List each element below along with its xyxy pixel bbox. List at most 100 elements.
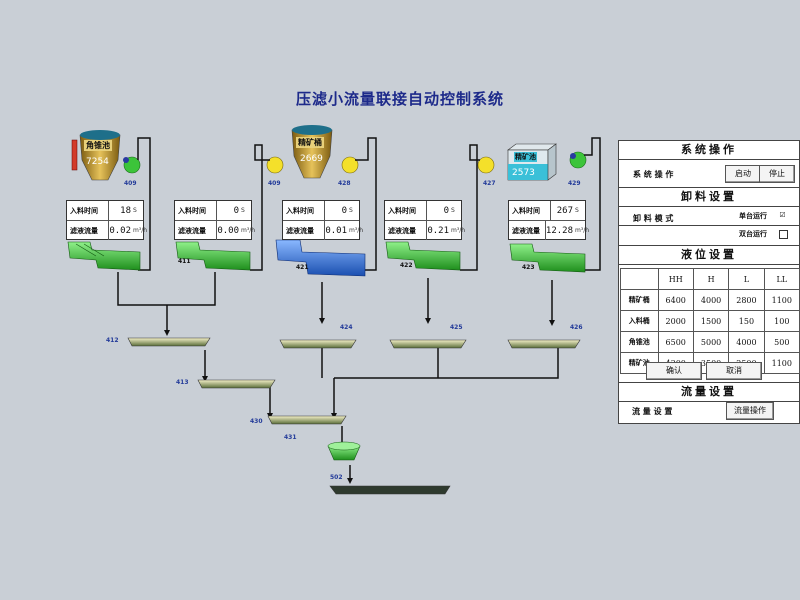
tank-2-label: 精矿桶: [296, 137, 324, 148]
feed-time-value: 0: [233, 205, 239, 216]
col-header: HH: [657, 268, 694, 290]
tag-428a: 428: [338, 180, 351, 187]
conveyor-412[interactable]: [127, 337, 211, 347]
filter-press-421[interactable]: [275, 239, 366, 277]
table-row: 精矿桶 6400 4000 2800 1100: [620, 289, 800, 311]
feed-time-value: 18: [120, 205, 131, 216]
unit-label: m³/h: [451, 227, 466, 234]
confirm-button[interactable]: 确认: [646, 362, 702, 380]
feed-time-value: 0: [443, 205, 449, 216]
level-cell[interactable]: 1500: [692, 310, 730, 332]
tank-3-label: 精矿池: [514, 152, 537, 162]
filter-press-411[interactable]: [67, 241, 141, 271]
feed-time-label: 入料时间: [509, 201, 551, 220]
conveyor-502[interactable]: [329, 485, 451, 495]
flow-value: 0.21: [427, 225, 449, 236]
level-cell[interactable]: 2800: [728, 289, 765, 311]
filter-press-412[interactable]: [175, 241, 251, 271]
flow-settings-label: 流 量 设 置: [632, 407, 673, 416]
level-cell[interactable]: 4000: [692, 289, 730, 311]
stop-button[interactable]: 停止: [759, 165, 795, 183]
level-cell[interactable]: 1100: [763, 352, 800, 374]
tag-429: 429: [568, 180, 581, 187]
table-row: 角锥池 6500 5000 4000 500: [620, 331, 800, 353]
conveyor-426[interactable]: [507, 339, 581, 349]
unload-mode-label: 卸 料 模 式: [633, 214, 674, 223]
flow-label: 滤液流量: [385, 221, 427, 240]
double-mode-label: 双台运行: [739, 230, 767, 238]
flow-value: 0.00: [217, 225, 239, 236]
conveyor-424[interactable]: [279, 339, 357, 349]
level-cell[interactable]: 150: [728, 310, 765, 332]
conveyor-430[interactable]: [267, 415, 347, 425]
unit-label: S: [575, 207, 579, 214]
unit-label: m³/h: [241, 227, 256, 234]
level-cell[interactable]: 4000: [728, 331, 765, 353]
single-mode-label: 单台运行: [739, 212, 767, 220]
system-operation-header: 系统操作: [619, 140, 799, 160]
feed-time-label: 入料时间: [175, 201, 217, 220]
row-label: 精矿桶: [620, 289, 659, 311]
tag-424: 424: [340, 324, 353, 331]
pump-427[interactable]: [477, 156, 495, 174]
feed-time-label: 入料时间: [283, 201, 325, 220]
tag-409b: 409: [268, 180, 281, 187]
col-header: H: [692, 268, 730, 290]
mixer-hopper: [327, 441, 361, 461]
double-mode-checkbox[interactable]: [779, 230, 788, 239]
level-cell[interactable]: 500: [763, 331, 800, 353]
level-cell[interactable]: 6400: [657, 289, 694, 311]
level-cell[interactable]: 100: [763, 310, 800, 332]
level-settings-header: 液位设置: [619, 245, 799, 265]
tag-409a: 409: [124, 180, 137, 187]
flow-value: 0.02: [109, 225, 131, 236]
flow-label: 滤液流量: [509, 221, 546, 240]
box-tank-3: [507, 143, 557, 181]
cancel-button[interactable]: 取消: [706, 362, 762, 380]
system-operation-label: 系 统 操 作: [633, 170, 674, 179]
tag-426: 426: [570, 324, 583, 331]
level-cell[interactable]: 5000: [692, 331, 730, 353]
tag-412: 412: [106, 337, 119, 344]
tag-413: 413: [176, 379, 189, 386]
unit-label: S: [349, 207, 353, 214]
flow-settings-header: 流量设置: [619, 382, 799, 402]
level-cell[interactable]: 6500: [657, 331, 694, 353]
col-header: L: [728, 268, 765, 290]
conveyor-413[interactable]: [197, 379, 276, 389]
unit-label: m³/h: [349, 227, 364, 234]
level-table: HH H L LL 精矿桶 6400 4000 2800 1100 入料桶 20…: [620, 268, 800, 374]
start-button[interactable]: 启动: [725, 165, 761, 183]
cone-tank-1: [71, 130, 121, 181]
level-cell[interactable]: 2000: [657, 310, 694, 332]
pump-428[interactable]: [341, 156, 359, 174]
tag-421: 421: [296, 264, 309, 271]
tag-423: 423: [522, 264, 535, 271]
feed-time-label: 入料时间: [67, 201, 109, 220]
level-cell[interactable]: 1100: [763, 289, 800, 311]
flow-operation-button[interactable]: 流量操作: [726, 402, 774, 420]
filter-press-423[interactable]: [509, 243, 586, 273]
row-label: 角锥池: [620, 331, 659, 353]
filter-press-422[interactable]: [385, 241, 461, 271]
conveyor-425[interactable]: [389, 339, 467, 349]
feed-time-value: 0: [341, 205, 347, 216]
pump-409b[interactable]: [266, 156, 284, 174]
flow-value: 0.01: [325, 225, 347, 236]
unload-settings-header: 卸料设置: [619, 187, 799, 207]
tag-502: 502: [330, 474, 343, 481]
tag-427: 427: [483, 180, 496, 187]
unit-label: S: [451, 207, 455, 214]
unit-label: S: [241, 207, 245, 214]
flow-label: 滤液流量: [175, 221, 217, 240]
single-mode-checkbox[interactable]: ☑: [779, 211, 786, 219]
row-label: 入料桶: [620, 310, 659, 332]
tank-2-value: 2669: [300, 154, 323, 164]
flow-label: 滤液流量: [67, 221, 109, 240]
